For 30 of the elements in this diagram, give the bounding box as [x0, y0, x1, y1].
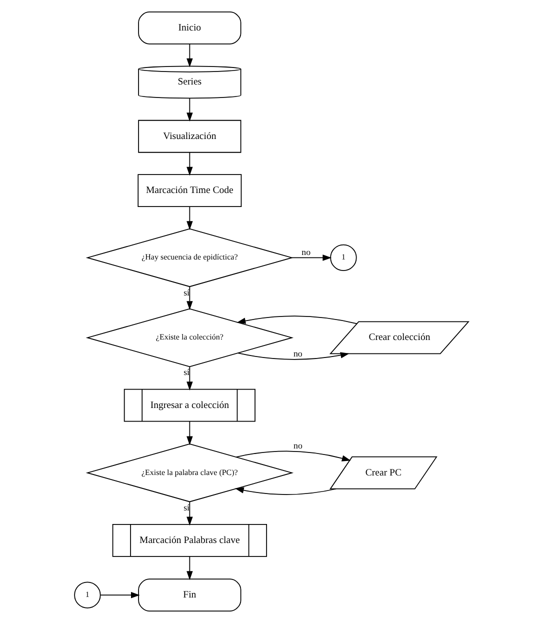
- node-box: Inicio: [138, 11, 241, 44]
- arrow: [186, 152, 192, 176]
- edge-label: no: [293, 440, 302, 451]
- arrow: [186, 366, 192, 391]
- arrow: [186, 206, 192, 230]
- edge-label: sí: [183, 367, 190, 378]
- arrow: [100, 592, 140, 598]
- arrow: [186, 502, 192, 526]
- node-circle: 1: [330, 244, 356, 272]
- node-diamond: ¿Existe la colección?: [85, 308, 294, 368]
- edge-label: no: [301, 247, 310, 258]
- arrow: [186, 556, 192, 580]
- arrow: [291, 254, 332, 261]
- edge-label: sí: [183, 502, 190, 512]
- arrow: [237, 352, 349, 360]
- node-box: Visualización: [138, 120, 241, 153]
- arrow: [236, 316, 357, 324]
- node-box: Marcación Time Code: [137, 174, 242, 208]
- node-box: Fin: [138, 578, 241, 612]
- arrow: [235, 450, 350, 462]
- arrow: [186, 98, 192, 122]
- node-circle: 1: [74, 582, 100, 608]
- arrow: [186, 286, 192, 310]
- arrow: [186, 420, 192, 446]
- node-diamond: ¿Existe la palabra clave (PC)?: [85, 444, 294, 502]
- node-diamond: ¿Hay secuencia de epidíctica?: [85, 228, 294, 288]
- edge-label: sí: [183, 287, 190, 298]
- arrow: [186, 44, 192, 68]
- arrow: [234, 487, 336, 495]
- edge-label: no: [292, 348, 302, 359]
